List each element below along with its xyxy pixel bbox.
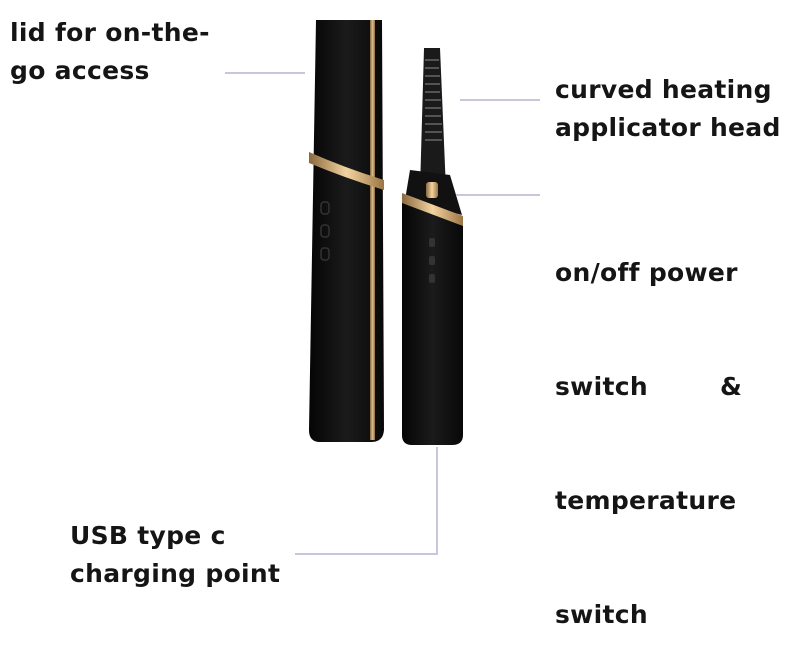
head-callout: curved heating applicator head [555,71,781,147]
curler-body [402,193,463,445]
switch-callout-line3: temperature [555,486,737,515]
lid-callout-line2: go access [10,56,150,85]
eyelash-curler-illustration [309,20,463,445]
switch-leader-line [456,194,540,196]
switch-callout-line4: switch [555,600,648,629]
lid-callout-line1: lid for on-the- [10,18,210,47]
lid [309,20,384,442]
usb-callout-line1: USB type c [70,521,226,550]
lid-leader-line [225,72,305,74]
applicator-head [405,48,462,215]
power-switch [426,182,438,198]
head-callout-line1: curved heating [555,75,772,104]
switch-callout: on/off power switch & temperature switch [555,178,742,672]
usb-callout: USB type c charging point [70,517,280,593]
usb-leader-horizontal [295,553,438,555]
usb-callout-line2: charging point [70,559,281,588]
switch-callout-line2: switch & [555,372,743,401]
switch-callout-line1: on/off power [555,258,738,287]
usb-leader-vertical [436,447,438,555]
head-leader-line [460,99,540,101]
lid-callout: lid for on-the- go access [10,14,210,90]
head-callout-line2: applicator head [555,113,781,142]
